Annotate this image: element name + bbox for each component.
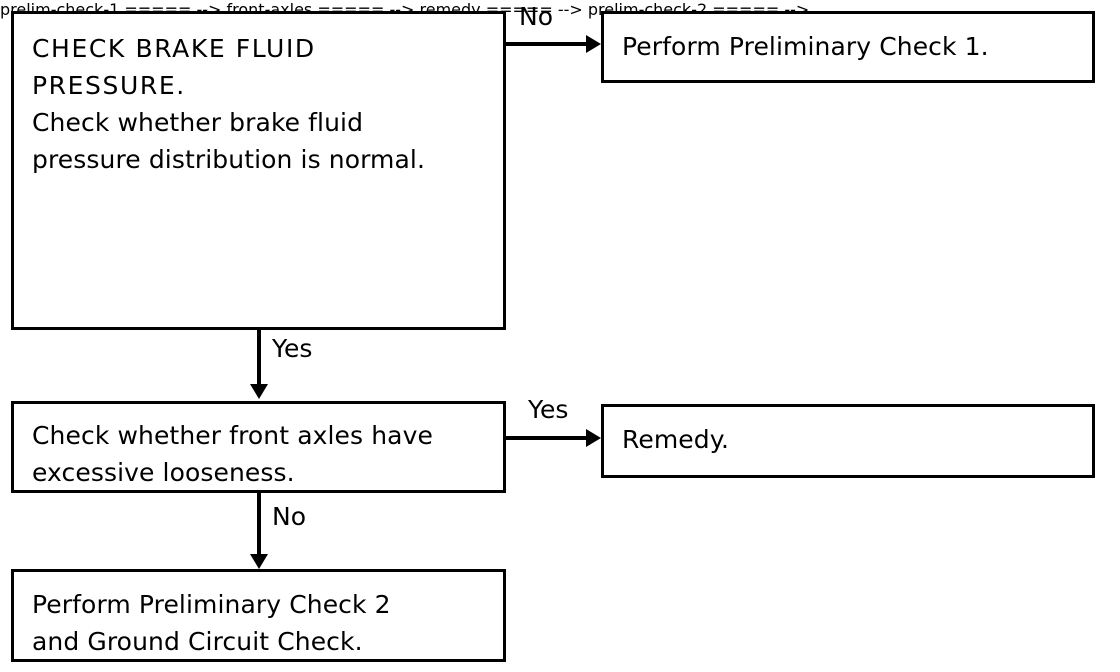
edge-label-yes-1: Yes: [272, 334, 313, 363]
arrowhead-down-icon: [250, 384, 268, 399]
edge-label-no-2: No: [272, 502, 306, 531]
node-remedy: Remedy.: [601, 404, 1095, 478]
node-body-brake-fluid: Check whether brake fluid pressure distr…: [32, 108, 426, 174]
connector-no-front-axles-to-prelim-check-2: [257, 493, 261, 555]
arrowhead-right-icon: [586, 429, 601, 447]
edge-label-yes-2: Yes: [528, 395, 569, 424]
node-perform-preliminary-check-1: Perform Preliminary Check 1.: [601, 11, 1095, 83]
node-label-prelim-check-1: Perform Preliminary Check 1.: [622, 32, 989, 61]
node-perform-preliminary-check-2: Perform Preliminary Check 2 and Ground C…: [11, 569, 506, 662]
connector-yes-brake-fluid-to-front-axles: [257, 330, 261, 385]
edge-label-no-1: No: [519, 2, 553, 31]
arrowhead-down-icon: [250, 554, 268, 569]
node-heading-brake-fluid: CHECK BRAKE FLUID PRESSURE.: [32, 34, 316, 100]
node-check-front-axles-looseness: Check whether front axles have excessive…: [11, 401, 506, 493]
node-label-remedy: Remedy.: [622, 425, 730, 454]
node-label-front-axles: Check whether front axles have excessive…: [32, 421, 433, 487]
node-check-brake-fluid-pressure: CHECK BRAKE FLUID PRESSURE. Check whethe…: [11, 11, 506, 330]
connector-yes-front-axles-to-remedy: [506, 436, 588, 440]
connector-no-brake-fluid-to-prelim-check-1: [506, 42, 588, 46]
node-label-prelim-check-2: Perform Preliminary Check 2 and Ground C…: [32, 590, 391, 656]
arrowhead-right-icon: [586, 35, 601, 53]
